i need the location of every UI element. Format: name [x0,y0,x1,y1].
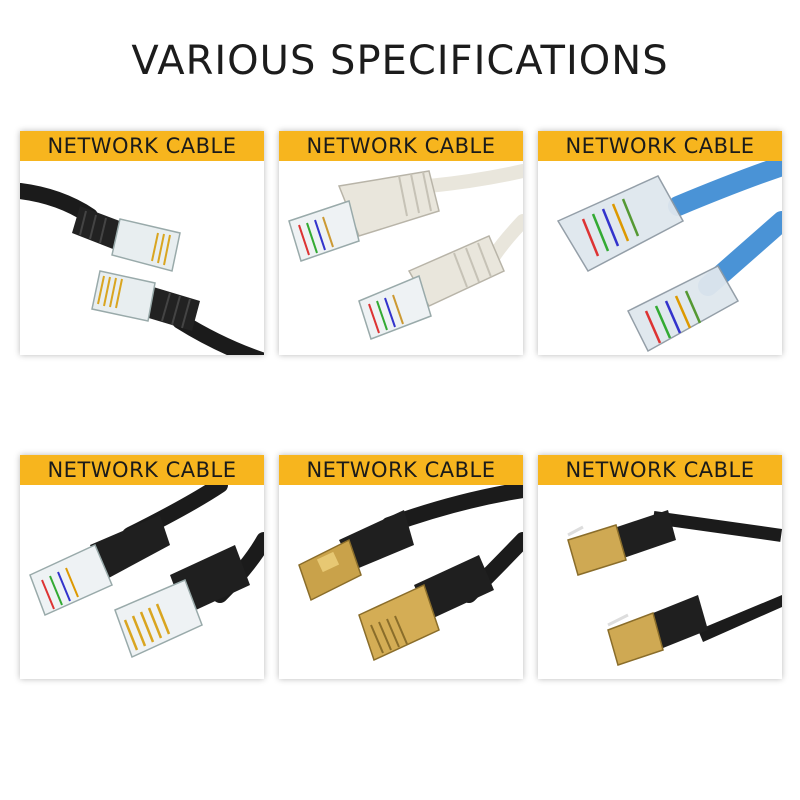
product-card-6[interactable]: NETWORK CABLE [538,455,782,679]
cable-image-black-2 [20,485,264,679]
card-label: NETWORK CABLE [20,455,264,485]
page-title: VARIOUS SPECIFICATIONS [131,38,669,84]
product-card-4[interactable]: NETWORK CABLE [20,455,264,679]
card-label: NETWORK CABLE [279,455,523,485]
card-label: NETWORK CABLE [20,131,264,161]
cable-image-white [279,161,523,355]
cable-image-blue [538,161,782,355]
cable-image-flat [538,485,782,679]
product-card-1[interactable]: NETWORK CABLE [20,131,264,355]
card-label: NETWORK CABLE [538,131,782,161]
cable-image-shielded [279,485,523,679]
cable-image-black [20,161,264,355]
product-card-3[interactable]: NETWORK CABLE [538,131,782,355]
card-label: NETWORK CABLE [538,455,782,485]
product-card-2[interactable]: NETWORK CABLE [279,131,523,355]
product-card-5[interactable]: NETWORK CABLE [279,455,523,679]
card-label: NETWORK CABLE [279,131,523,161]
